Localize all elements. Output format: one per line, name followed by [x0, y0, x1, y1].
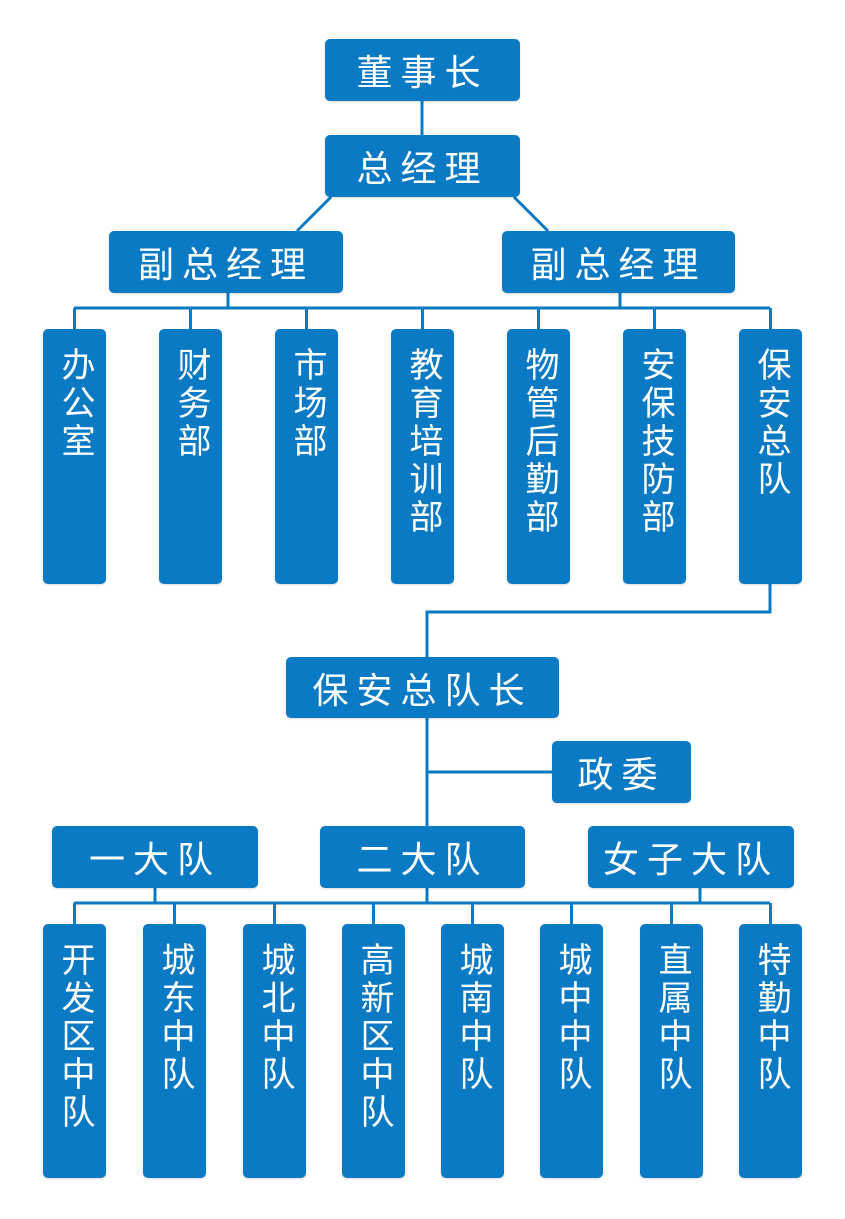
political-commissar-box: 政委: [552, 741, 691, 803]
squad-box: 城南中队: [441, 924, 504, 1178]
connector-gm-deputy-left: [295, 195, 333, 233]
squad-box: 城中中队: [540, 924, 603, 1178]
department-box: 教育培训部: [391, 329, 454, 584]
brigade-box: 一大队: [52, 826, 258, 888]
squad-box: 城北中队: [243, 924, 306, 1178]
department-box: 办公室: [43, 329, 106, 584]
security-captain-box: 保安总队长: [286, 657, 559, 718]
department-box: 物管后勤部: [507, 329, 570, 584]
squad-box: 开发区中队: [43, 924, 106, 1178]
brigade-box: 女子大队: [588, 826, 794, 888]
connector-gm-deputy-right: [512, 195, 550, 233]
department-box-security-corps: 保安总队: [739, 329, 802, 584]
department-box: 市场部: [275, 329, 338, 584]
connector-corps-captain: [425, 584, 772, 657]
squad-box: 特勤中队: [739, 924, 802, 1178]
department-box: 财务部: [159, 329, 222, 584]
deputy-gm-right-box: 副总经理: [502, 231, 735, 293]
squad-box: 高新区中队: [342, 924, 405, 1178]
general-manager-box: 总经理: [325, 135, 520, 197]
squad-box: 城东中队: [143, 924, 206, 1178]
brigade-box: 二大队: [320, 826, 525, 888]
deputy-gm-left-box: 副总经理: [109, 231, 343, 293]
department-box: 安保技防部: [623, 329, 686, 584]
squad-box: 直属中队: [640, 924, 703, 1178]
chairman-box: 董事长: [325, 39, 520, 101]
